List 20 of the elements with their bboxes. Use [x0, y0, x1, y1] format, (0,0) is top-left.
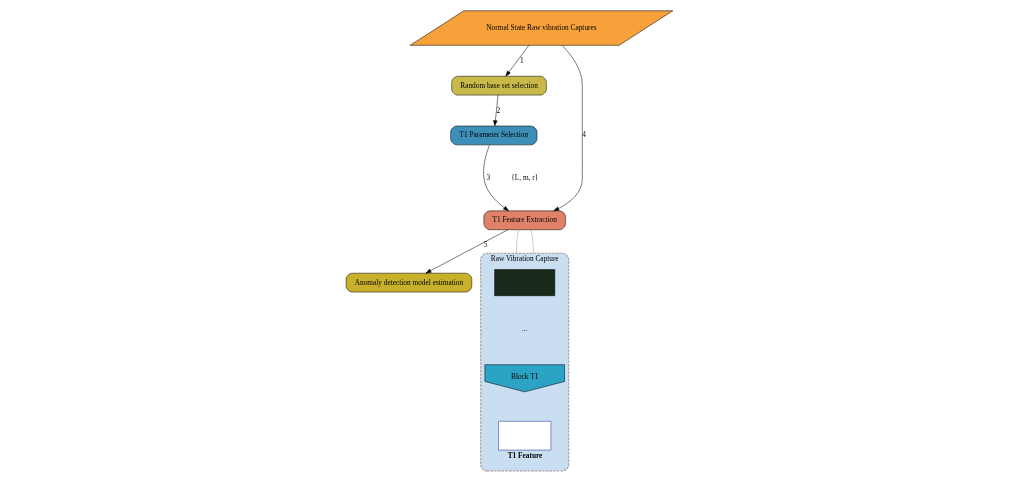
edge-label: 1 — [520, 55, 524, 65]
arrow — [493, 94, 499, 127]
arrow — [425, 229, 509, 274]
node-label: T1 Feature — [507, 450, 543, 460]
connector — [516, 229, 519, 254]
edge-label: 5 — [483, 240, 488, 250]
arrow — [505, 45, 530, 77]
edge-label: 4 — [582, 130, 587, 140]
node-box: Anomaly detection model estimation — [345, 272, 473, 293]
node-box — [494, 269, 556, 296]
label: {L, m, r} — [511, 172, 539, 182]
label: ... — [521, 323, 528, 333]
connector — [530, 229, 534, 254]
arrow — [483, 144, 509, 212]
arrow — [553, 45, 583, 212]
node-box: T1 Parameter Selection — [450, 125, 538, 146]
node-box: Random base set selection — [451, 75, 547, 96]
edge-label: 2 — [496, 105, 501, 115]
node-box: T1 Feature Extraction — [483, 210, 566, 230]
edge-label: 3 — [486, 172, 491, 182]
